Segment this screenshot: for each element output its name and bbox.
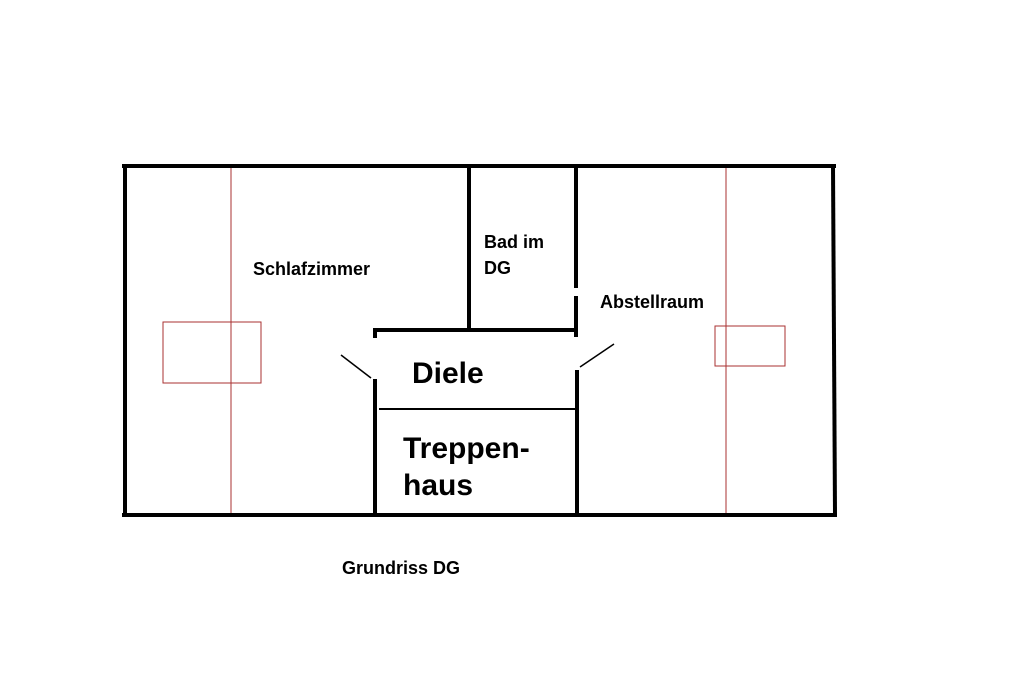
room-label-bad-line2: DG xyxy=(484,258,511,278)
door-swings xyxy=(340,343,615,379)
roof-windows xyxy=(162,321,786,384)
door-swing-right xyxy=(579,343,615,368)
door-swing-left xyxy=(340,354,372,379)
outer-wall-right xyxy=(830,163,838,518)
room-label-treppenhaus-line1: Treppen- xyxy=(403,432,530,465)
roof-window-left xyxy=(162,321,262,384)
room-label-bad-line1: Bad im xyxy=(484,232,545,252)
interior-walls xyxy=(373,166,579,517)
roof-beams xyxy=(230,168,727,513)
room-label-abstellraum: Abstellraum xyxy=(600,292,705,312)
room-label-diele: Diele xyxy=(412,357,484,390)
room-label-treppenhaus-line2: haus xyxy=(403,469,474,502)
roof-window-right xyxy=(714,325,786,367)
room-label-schlafzimmer: Schlafzimmer xyxy=(253,259,371,279)
plan-caption: Grundriss DG xyxy=(342,558,461,578)
outer-walls xyxy=(122,163,838,518)
